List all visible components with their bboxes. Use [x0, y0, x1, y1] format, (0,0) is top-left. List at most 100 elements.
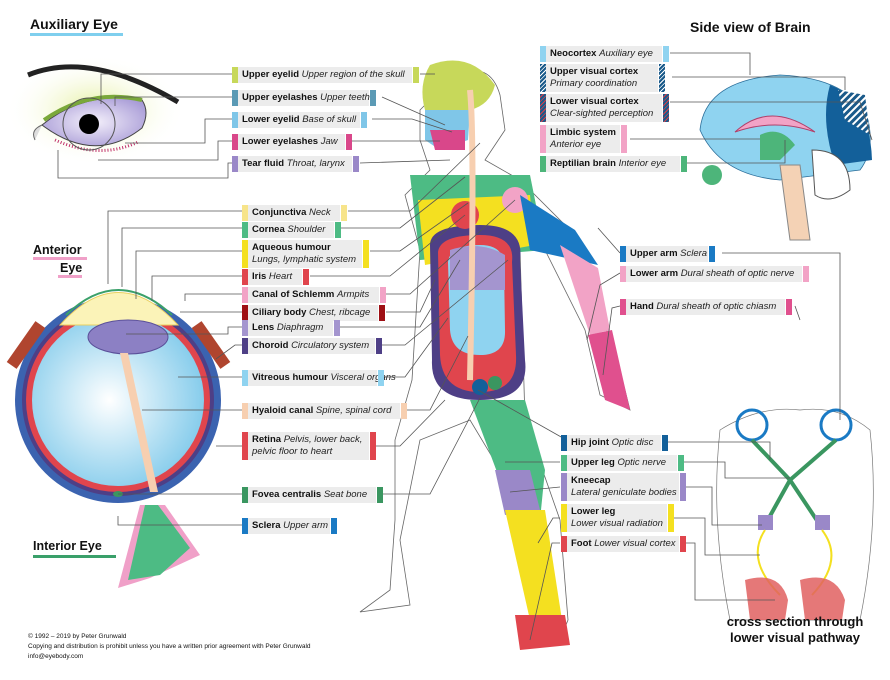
body-part: Throat, larynx [286, 158, 345, 169]
color-swatch [242, 320, 248, 336]
body-part: Upper arm [630, 248, 678, 259]
color-swatch [379, 305, 385, 321]
brain-part: Upper visual cortex [550, 66, 639, 77]
brain-part: Lower visual cortex [550, 96, 639, 107]
color-swatch [346, 134, 352, 150]
body-part: Interior eye [618, 158, 667, 169]
eye-part: Tear fluid [242, 158, 285, 169]
color-swatch [620, 266, 626, 282]
label-retina: Retina Pelvis, lower back, pelvic floor … [242, 432, 376, 460]
eye-part: Upper eyelid [242, 69, 300, 80]
color-swatch [242, 518, 248, 534]
color-swatch [620, 299, 626, 315]
anterior-eye-underline2 [58, 275, 82, 278]
eye-part: Upper eyelashes [242, 92, 318, 103]
color-swatch [242, 287, 248, 303]
brain-title: Side view of Brain [690, 19, 811, 35]
label-conjunctiva: Conjunctiva Neck [242, 205, 347, 221]
body-part: Hand [630, 301, 654, 312]
color-swatch [681, 156, 687, 172]
eye-part: Optic nerve [617, 457, 667, 468]
brain-part: Limbic system [550, 127, 616, 138]
label-tear-fluid: Tear fluid Throat, larynx [232, 156, 359, 172]
eye-part: Sclera [252, 520, 281, 531]
anterior-eye-underline1 [33, 257, 87, 260]
body-part: Kneecap [571, 475, 611, 486]
label-canal-of-schlemm: Canal of Schlemm Armpits [242, 287, 386, 303]
anterior-eye-title-line1: Anterior [33, 243, 82, 257]
brain-part: Reptilian brain [550, 158, 616, 169]
body-part: Upper region of the skull [301, 69, 405, 80]
color-swatch [331, 518, 337, 534]
brain-side-view-illustration [699, 74, 872, 241]
body-illustration [359, 60, 631, 650]
label-upper-eyelashes: Upper eyelashes Upper teeth [232, 90, 376, 106]
anterior-eye-title-line2: Eye [60, 261, 83, 275]
body-part: Jaw [320, 136, 338, 147]
auxiliary-eye-illustration [5, 55, 185, 165]
color-swatch [678, 455, 684, 471]
color-swatch [242, 403, 248, 419]
color-swatch [341, 205, 347, 221]
pathway-caption: cross section through lower visual pathw… [700, 614, 890, 646]
label-lens: Lens Diaphragm [242, 320, 340, 336]
visual-pathway-illustration [716, 408, 874, 621]
body-part: Shoulder [287, 224, 326, 235]
eye-part: Vitreous humour [252, 372, 328, 383]
body-part: Upper teeth [320, 92, 370, 103]
color-swatch [680, 536, 686, 552]
body-part: Neck [309, 207, 331, 218]
body-part: Seat bone [323, 489, 368, 500]
connector-lines [57, 52, 873, 641]
footer: © 1992 – 2019 by Peter Grunwald Copying … [28, 632, 311, 662]
eye-part: Dural sheath of optic chiasm [656, 301, 777, 312]
contact-email[interactable]: info@eyebody.com [28, 653, 84, 660]
body-part: Anterior eye [550, 139, 602, 150]
color-swatch [378, 370, 384, 386]
color-swatch [663, 94, 669, 122]
eye-part: Lower eyelid [242, 114, 300, 125]
body-part-continued: pelvic floor to heart [252, 446, 333, 457]
label-sclera: Sclera Upper arm [242, 518, 337, 534]
color-swatch [242, 222, 248, 238]
label-reptilian-brain: Reptilian brain Interior eye [540, 156, 687, 172]
body-part: Lower arm [630, 268, 679, 279]
label-neocortex: Neocortex Auxiliary eye [540, 46, 669, 62]
eye-part: Sclera [680, 248, 708, 259]
color-swatch [380, 287, 386, 303]
label-foot: Foot Lower visual cortex [561, 536, 686, 552]
eye-part: Lower eyelashes [242, 136, 319, 147]
body-part: Visceral organs [330, 372, 396, 383]
label-hand: Hand Dural sheath of optic chiasm [620, 299, 792, 315]
eye-cross-section-illustration [6, 289, 231, 588]
color-swatch [242, 432, 248, 460]
brain-part: Neocortex [550, 48, 597, 59]
eye-part: Optic disc [611, 437, 654, 448]
eye-part: Iris [252, 271, 267, 282]
body-part: Armpits [337, 289, 370, 300]
color-swatch [377, 487, 383, 503]
label-lower-arm: Lower arm Dural sheath of optic nerve [620, 266, 809, 282]
label-cornea: Cornea Shoulder [242, 222, 341, 238]
interior-eye-underline [33, 555, 116, 558]
body-part: Foot [571, 538, 592, 549]
color-swatch [620, 246, 626, 262]
color-swatch [680, 473, 686, 501]
label-lower-eyelashes: Lower eyelashes Jaw [232, 134, 352, 150]
body-part: Pelvis, lower back, [283, 434, 363, 445]
label-hip-joint: Hip joint Optic disc [561, 435, 668, 451]
body-part: Base of skull [302, 114, 357, 125]
body-part: Lower leg [571, 506, 616, 517]
eye-part: Lower visual radiation [571, 518, 663, 529]
color-swatch [376, 338, 382, 354]
color-swatch [561, 435, 567, 451]
color-swatch [540, 94, 546, 122]
body-part: Lungs, lymphatic system [252, 254, 357, 265]
color-swatch [370, 432, 376, 460]
color-swatch [334, 320, 340, 336]
body-part: Chest, ribcage [309, 307, 371, 318]
